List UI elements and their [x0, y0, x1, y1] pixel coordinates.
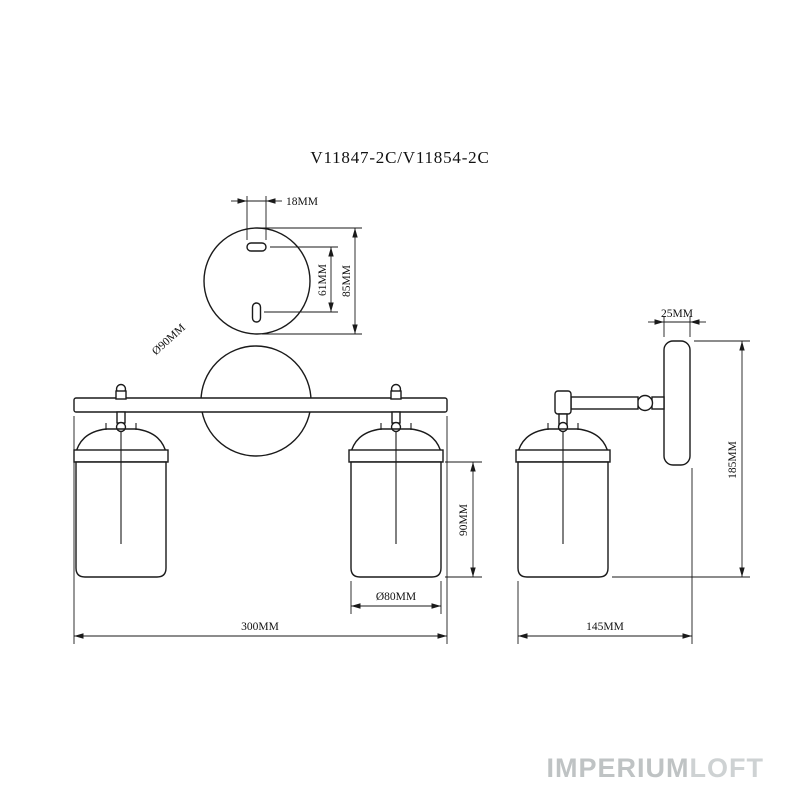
dim-total-depth-label: 145MM — [586, 621, 624, 633]
drawing-title: V11847-2C/V11854-2C — [310, 148, 489, 167]
front-view-dimensions: 90MM Ø80MM 300MM — [73, 416, 482, 644]
dim-total-width-label: 300MM — [241, 621, 279, 633]
dim-slot-length-label: 18MM — [286, 196, 318, 208]
mounting-bar-front — [73, 397, 448, 413]
mounting-plate-circle — [203, 227, 311, 335]
wall-bracket-side — [663, 340, 691, 466]
mounting-slot-bottom — [251, 302, 262, 323]
mounting-plate-top-view — [203, 227, 311, 335]
brand-watermark-loft: LOFT — [689, 753, 764, 783]
lamp-left-front — [73, 383, 169, 578]
dim-shade-diameter-label: Ø80MM — [376, 591, 416, 603]
dim-plate-height-label: 85MM — [341, 265, 353, 297]
front-view — [73, 345, 448, 578]
lamp-arm-side — [570, 396, 639, 410]
dim-plate-diameter-label: Ø90MM — [150, 322, 188, 358]
mounting-slot-top — [246, 242, 267, 252]
dim-bracket-width-label: 25MM — [661, 308, 693, 320]
lamp-right-front — [348, 383, 444, 578]
arm-ball-joint — [636, 394, 654, 412]
dim-hole-spacing-label: 61MM — [317, 264, 329, 296]
brand-watermark-imperium: IMPERIUM — [546, 753, 690, 783]
side-view — [515, 340, 691, 578]
brand-watermark: IMPERIUMLOFT — [547, 753, 764, 784]
dim-shade-height-label: 90MM — [458, 504, 470, 536]
dim-total-height-label: 185MM — [727, 441, 739, 479]
side-view-dimensions: 25MM 185MM 145MM — [517, 308, 750, 644]
